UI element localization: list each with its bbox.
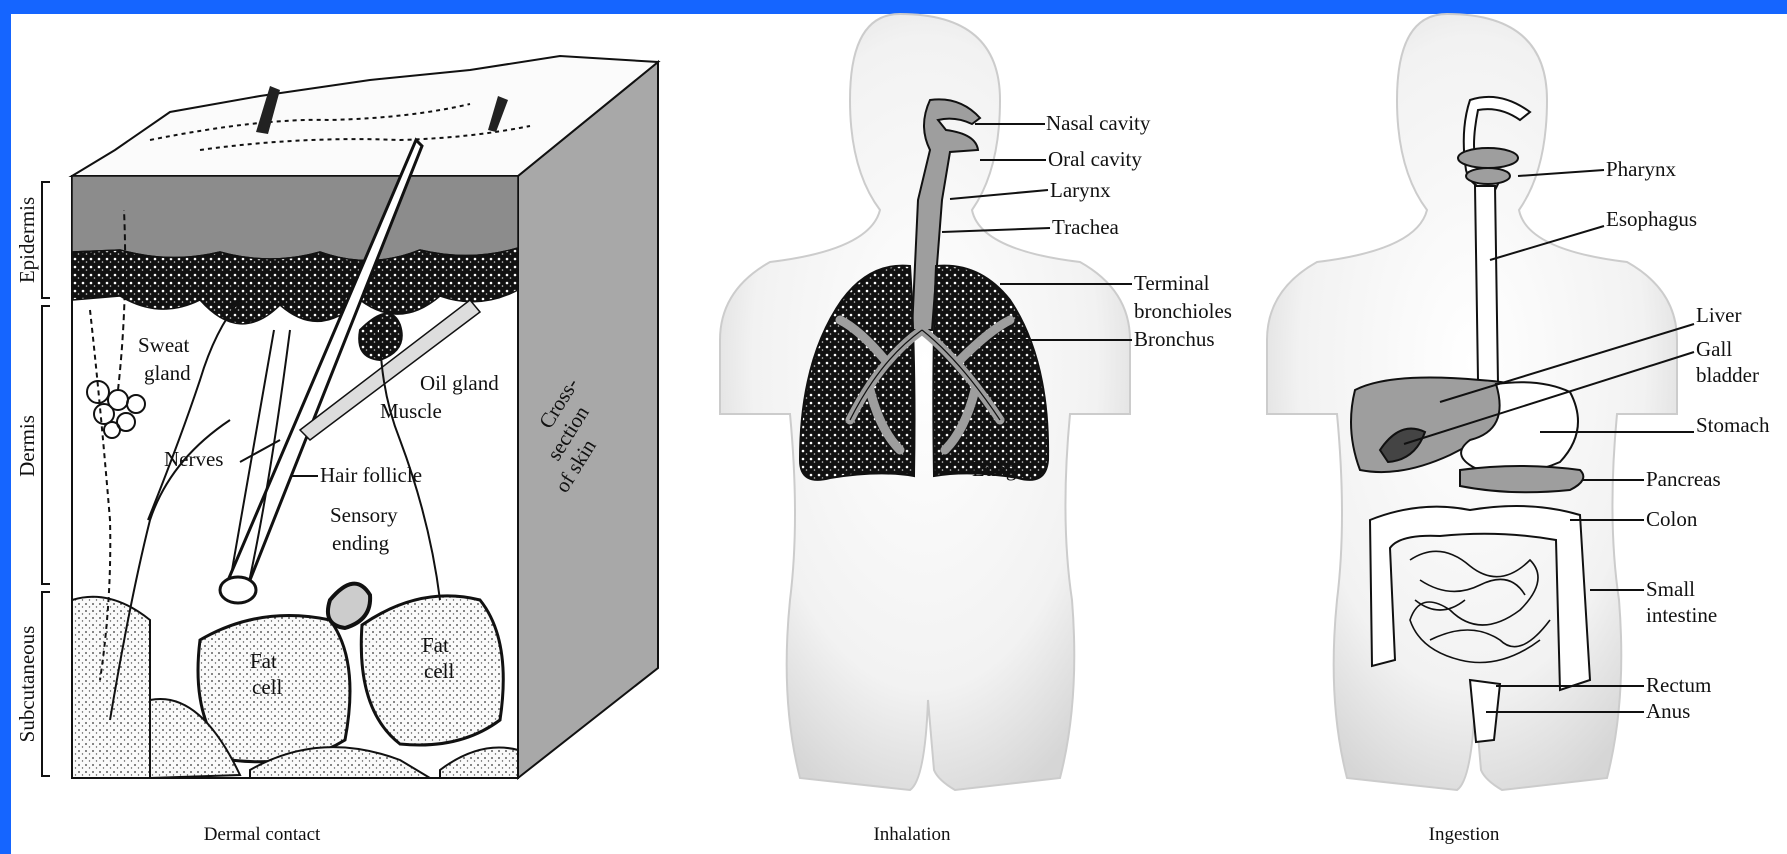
ingestion-body: [1267, 14, 1677, 790]
stomach-label: Stomach: [1696, 413, 1770, 437]
subcutaneous-bracket: [42, 592, 50, 776]
epidermis-label: Epidermis: [15, 197, 39, 283]
rectum-label: Rectum: [1646, 673, 1711, 697]
sweat-gland-label-2: gland: [144, 361, 191, 385]
nerves-label: Nerves: [164, 447, 223, 471]
hair-bulb: [220, 577, 256, 603]
liver-label: Liver: [1696, 303, 1741, 327]
pharynx-ring-2: [1466, 168, 1510, 184]
oral-cavity-label: Oral cavity: [1048, 147, 1142, 171]
sensory-label-2: ending: [332, 531, 390, 555]
terminal-bronchioles-label-1: Terminal: [1134, 271, 1210, 295]
muscle-label: Muscle: [380, 399, 442, 423]
fat-cell-b-label-2: cell: [424, 659, 454, 683]
fat-cell-b-label-1: Fat: [422, 633, 449, 657]
inhalation-caption: Inhalation: [873, 824, 951, 845]
trachea-label: Trachea: [1052, 215, 1120, 239]
pancreas: [1460, 466, 1583, 492]
fat-cell-left: [72, 597, 150, 778]
subcutaneous-label: Subcutaneous: [15, 626, 39, 743]
larynx-label: Larynx: [1050, 178, 1111, 202]
small-intestine-label-1: Small: [1646, 577, 1695, 601]
colon-label: Colon: [1646, 507, 1698, 531]
pharynx-label: Pharynx: [1606, 157, 1676, 181]
pancreas-label: Pancreas: [1646, 467, 1721, 491]
nasal-cavity-label: Nasal cavity: [1046, 111, 1151, 135]
gall-bladder-label-2: bladder: [1696, 363, 1759, 387]
terminal-bronchioles-label-2: bronchioles: [1134, 299, 1232, 323]
dermis-bracket: [42, 306, 50, 584]
epidermis-bracket: [42, 182, 50, 298]
hair-follicle-label: Hair follicle: [320, 463, 422, 487]
pharynx-ring: [1458, 148, 1518, 168]
esophagus: [1475, 186, 1498, 384]
fat-cell-a-label-1: Fat: [250, 649, 277, 673]
bronchus-label: Bronchus: [1134, 327, 1215, 351]
sensory-label-1: Sensory: [330, 503, 398, 527]
oil-gland-label: Oil gland: [420, 371, 499, 395]
lung-label: Lung: [972, 457, 1017, 481]
sweat-gland-label-1: Sweat: [138, 333, 189, 357]
esophagus-label: Esophagus: [1606, 207, 1697, 231]
dermis-label: Dermis: [15, 415, 39, 477]
ingestion-caption: Ingestion: [1429, 824, 1500, 845]
small-intestine-label-2: intestine: [1646, 603, 1717, 627]
dermal-caption: Dermal contact: [204, 824, 321, 845]
epidermis-layer: [72, 176, 518, 261]
gall-bladder-label-1: Gall: [1696, 337, 1732, 361]
fat-cell-a-label-2: cell: [252, 675, 282, 699]
anus-label: Anus: [1646, 699, 1690, 723]
